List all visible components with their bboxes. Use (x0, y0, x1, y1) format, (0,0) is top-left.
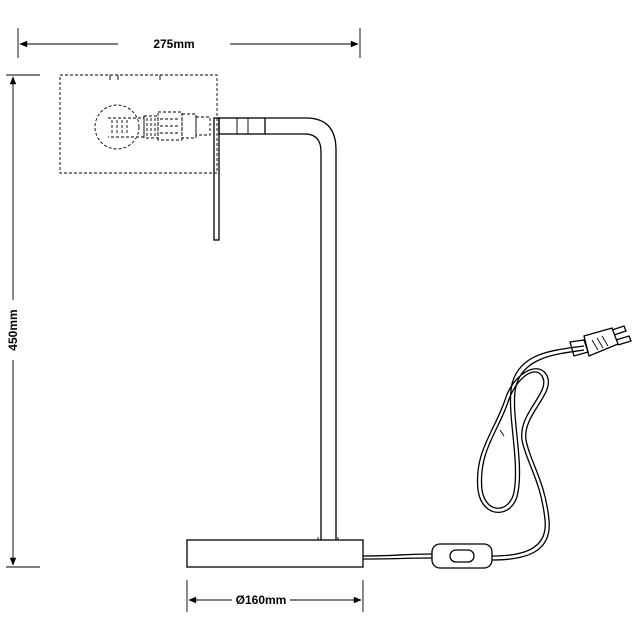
lamp-base (186, 537, 364, 568)
base-diameter-label: Ø160mm (236, 593, 287, 607)
height-label: 450mm (6, 309, 20, 350)
lamp-shade (59, 74, 220, 241)
lamp-arm (218, 117, 337, 540)
power-plug (569, 325, 632, 357)
inline-switch (431, 543, 493, 569)
height-dimension: 450mm (6, 74, 40, 568)
bulb-and-socket (94, 104, 211, 150)
width-label: 275mm (153, 37, 194, 51)
base-diameter-dimension: Ø160mm (186, 580, 364, 612)
width-dimension: 275mm (17, 28, 361, 58)
power-cord (362, 325, 632, 569)
